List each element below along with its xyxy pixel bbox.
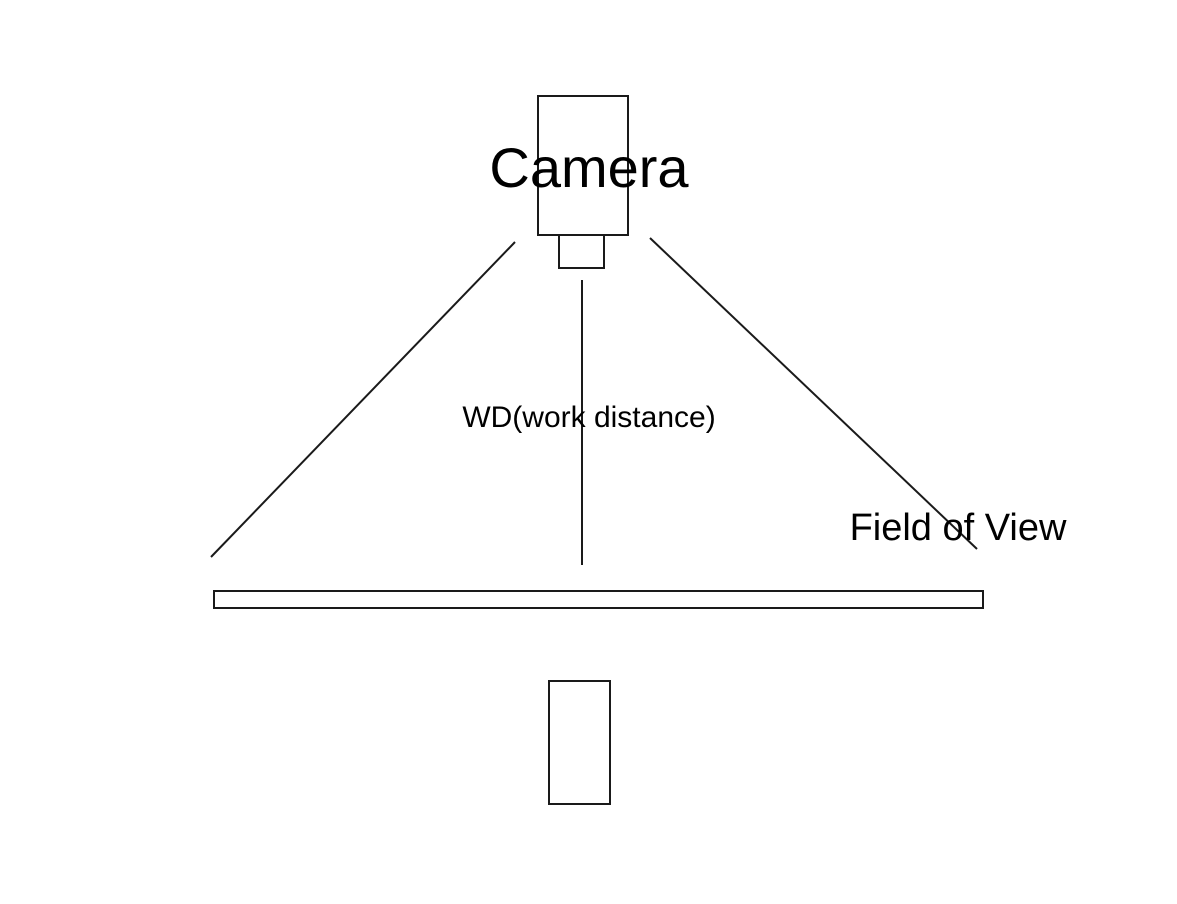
work-distance-label: WD(work distance)	[462, 401, 715, 434]
camera-label: Camera	[489, 136, 689, 199]
fov-left-line	[210, 241, 516, 558]
light-source	[548, 680, 611, 805]
field-of-view-label: Field of View	[850, 507, 1067, 549]
camera-lens	[558, 234, 605, 269]
object-plane	[213, 590, 984, 609]
fov-right-line	[649, 237, 978, 550]
